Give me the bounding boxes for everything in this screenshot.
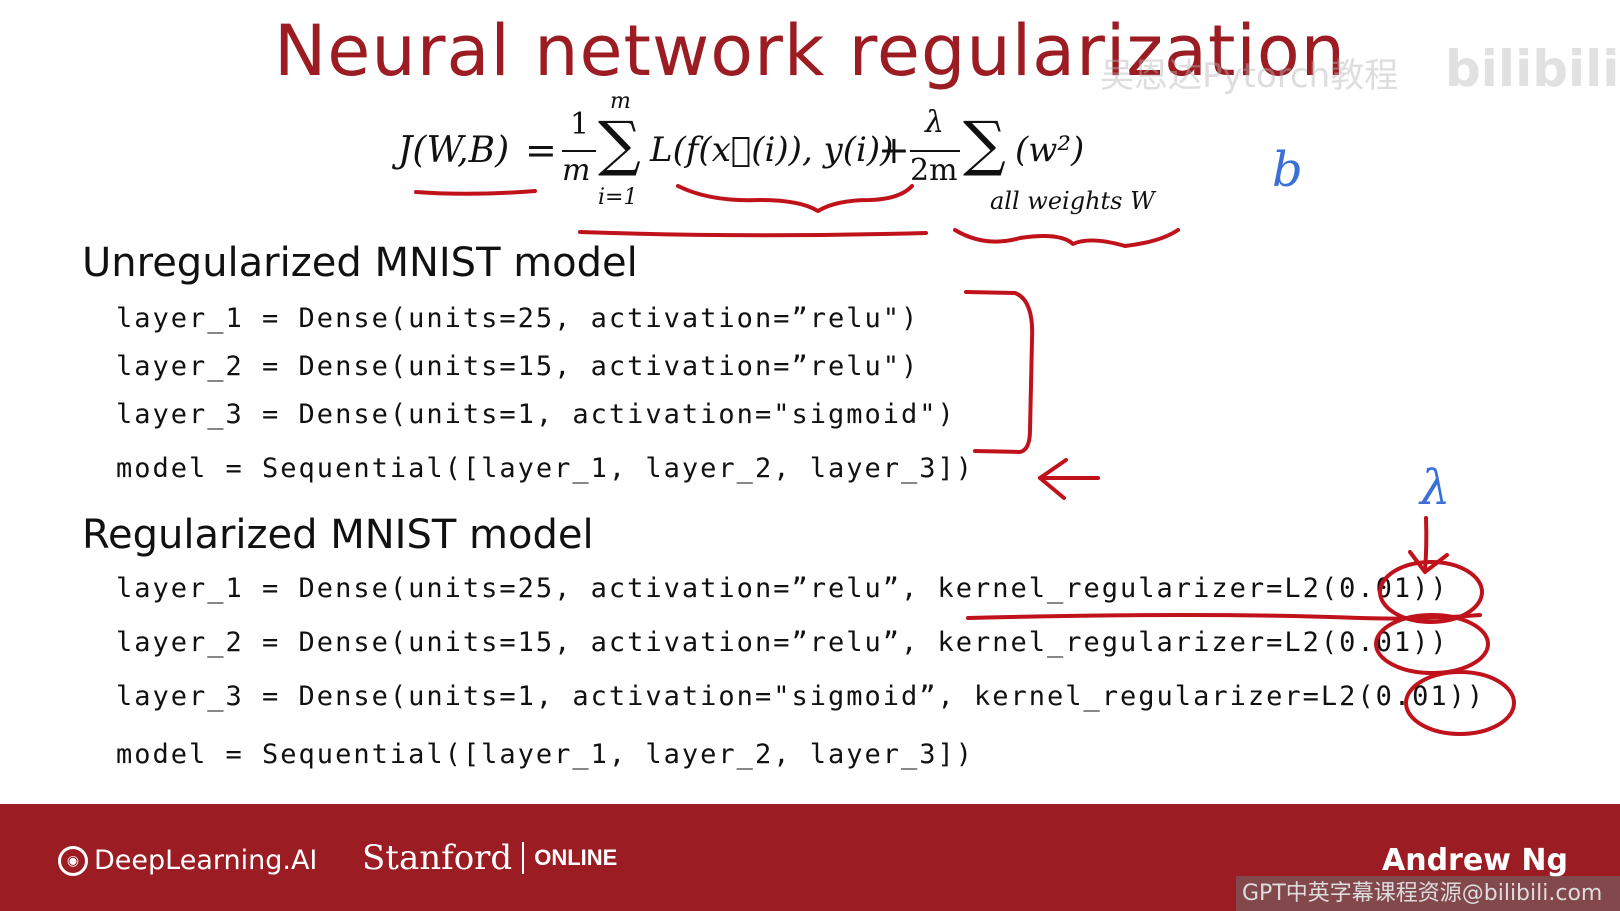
deeplearning-ai-text: DeepLearning.AI bbox=[94, 845, 318, 876]
code-line: layer_1 = Dense(units=25, activation=”re… bbox=[116, 303, 920, 334]
code-line: layer_1 = Dense(units=25, activation=”re… bbox=[116, 573, 1449, 604]
code-line: model = Sequential([layer_1, layer_2, la… bbox=[116, 453, 975, 484]
lambda-arrow-shaft bbox=[1423, 516, 1429, 572]
handwritten-lambda: λ bbox=[1420, 460, 1451, 516]
formula-equals: = bbox=[525, 128, 557, 172]
lambda-arrow-head bbox=[1408, 550, 1449, 574]
formula-plus: + bbox=[878, 128, 910, 172]
formula-frac1-denominator: m bbox=[562, 153, 591, 188]
unregularized-heading: Unregularized MNIST model bbox=[82, 240, 638, 286]
deeplearning-ai-icon: ◉ bbox=[58, 845, 88, 876]
regularized-heading: Regularized MNIST model bbox=[82, 512, 594, 558]
slide-title: Neural network regularization bbox=[273, 10, 1347, 92]
author-name: Andrew Ng bbox=[1382, 843, 1568, 878]
code-line: layer_3 = Dense(units=1, activation="sig… bbox=[116, 681, 1486, 712]
online-text: ONLINE bbox=[534, 845, 618, 870]
formula-frac2-denominator: 2m bbox=[910, 153, 958, 188]
code-line: model = Sequential([layer_1, layer_2, la… bbox=[116, 739, 975, 770]
formula-frac1-numerator: 1 bbox=[570, 107, 590, 142]
code-line: layer_2 = Dense(units=15, activation=”re… bbox=[116, 351, 920, 382]
sum-symbol: ∑ bbox=[598, 109, 641, 179]
handwritten-b: b bbox=[1272, 142, 1303, 198]
footer-watermark: GPT中英字幕课程资源@bilibili.com bbox=[1236, 876, 1620, 911]
stanford-online-logo: Stanford ONLINE bbox=[362, 838, 617, 878]
fraction-bar bbox=[562, 150, 596, 152]
deeplearning-ai-logo: ◉ DeepLearning.AI bbox=[58, 845, 317, 876]
formula-frac2-numerator: λ bbox=[925, 105, 945, 140]
stanford-text: Stanford bbox=[362, 838, 513, 878]
formula-lhs: J(W,B) bbox=[398, 130, 510, 171]
code-line: layer_3 = Dense(units=1, activation="sig… bbox=[116, 399, 956, 430]
formula-loss-term: L(f(x⃗(i)), y(i)) bbox=[650, 130, 894, 170]
reg-sum-subscript: all weights W bbox=[990, 187, 1155, 215]
arrow-head bbox=[1038, 458, 1068, 500]
formula-reg-term: (w²) bbox=[1015, 130, 1085, 170]
sum-upper-limit: m bbox=[610, 89, 631, 114]
logo-separator bbox=[522, 842, 525, 874]
underline-kernel-regularizer bbox=[966, 613, 1482, 621]
fraction-bar bbox=[910, 150, 960, 152]
sum-symbol: ∑ bbox=[963, 109, 1006, 179]
bilibili-logo: bilibili bbox=[1445, 40, 1620, 98]
video-watermark: 吴恩达Pytorch教程 bbox=[1100, 56, 1399, 96]
sum-lower-limit: i=1 bbox=[598, 185, 638, 210]
bracket-unregularized bbox=[964, 290, 1035, 454]
cost-function-formula: J(W,B) = 1 m m ∑ i=1 L(f(x⃗(i)), y(i)) +… bbox=[398, 89, 1200, 235]
code-line: layer_2 = Dense(units=15, activation=”re… bbox=[116, 627, 1449, 658]
